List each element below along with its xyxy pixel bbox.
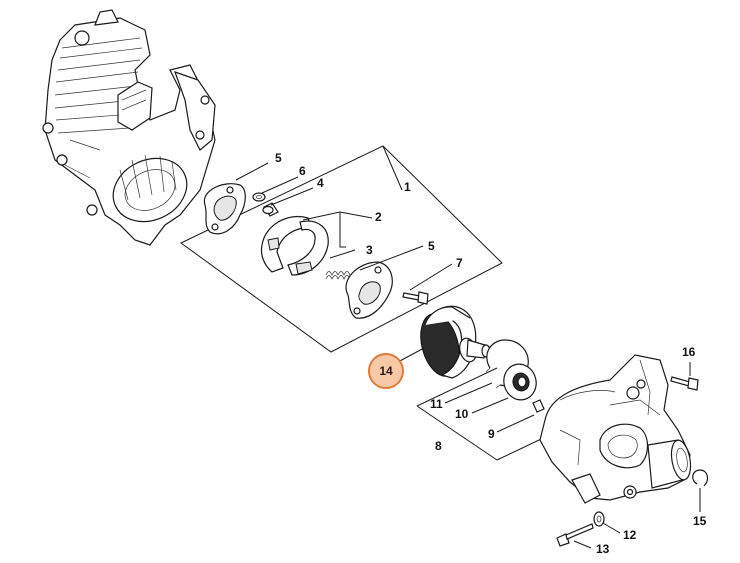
ball-bearing-10 [503, 363, 537, 401]
callout-5a[interactable]: 5 [275, 151, 282, 165]
callout-14-highlighted[interactable]: 14 [368, 353, 404, 389]
callout-13[interactable]: 13 [596, 542, 610, 556]
clutch-drum [420, 305, 491, 379]
circlip-15 [692, 469, 709, 487]
washer-6 [252, 192, 266, 202]
callout-3[interactable]: 3 [366, 243, 373, 257]
callout-9[interactable]: 9 [488, 427, 495, 441]
callout-1[interactable]: 1 [404, 180, 411, 194]
screw-13 [556, 523, 594, 547]
callout-11[interactable]: 11 [430, 397, 443, 411]
callout-4[interactable]: 4 [317, 176, 324, 190]
sleeve-4 [262, 202, 279, 217]
screw-16 [670, 376, 699, 391]
highlight-circle[interactable] [368, 353, 404, 389]
callout-15[interactable]: 15 [693, 514, 707, 528]
pin-9 [532, 399, 545, 413]
callout-5b[interactable]: 5 [428, 239, 435, 253]
leader-lines [235, 145, 701, 549]
callout-14[interactable]: 14 [379, 364, 393, 378]
engine-housing [42, 9, 216, 246]
bolt-7 [402, 291, 429, 305]
washer-12 [593, 511, 605, 527]
gear-housing [539, 354, 692, 504]
clutch-assembly-frame [180, 145, 503, 353]
clutch-shoes [260, 216, 329, 276]
callout-16[interactable]: 16 [682, 345, 696, 359]
callout-7[interactable]: 7 [456, 256, 463, 270]
callout-6[interactable]: 6 [299, 164, 306, 178]
clutch-carrier-right [345, 261, 393, 319]
spring-3 [325, 271, 351, 280]
callout-8[interactable]: 8 [435, 439, 442, 453]
callout-2[interactable]: 2 [375, 210, 382, 224]
callout-10[interactable]: 10 [455, 407, 469, 421]
clutch-carrier-left [203, 183, 246, 235]
callout-12[interactable]: 12 [623, 528, 637, 542]
